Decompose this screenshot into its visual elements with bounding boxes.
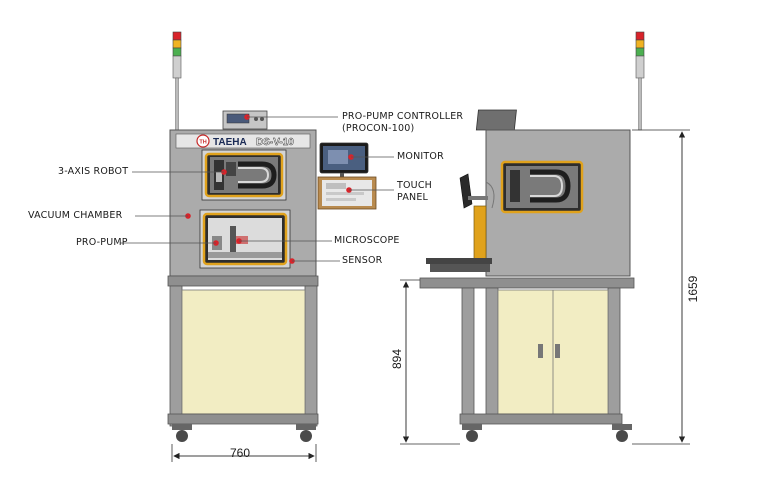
brand-logo: TAEHA xyxy=(213,137,247,148)
label-robot: 3-AXIS ROBOT xyxy=(58,166,129,177)
label-sensor: SENSOR xyxy=(342,255,383,266)
height-total-dimension xyxy=(632,129,690,445)
chamber-window xyxy=(199,209,291,269)
label-controller-line1: PRO-PUMP CONTROLLER xyxy=(342,111,464,122)
side-stage xyxy=(426,205,492,272)
pro-pump-controller xyxy=(222,110,268,130)
dimension-table-height-label: 894 xyxy=(390,348,404,370)
signal-tower-side xyxy=(635,31,645,131)
table-side xyxy=(419,277,635,442)
brand-badge-text: TH xyxy=(199,140,206,146)
brand-badge xyxy=(196,134,210,148)
monitor xyxy=(319,142,369,177)
model-name: DS-V-10 xyxy=(256,137,294,148)
dimension-total-height-label: 1659 xyxy=(686,275,700,303)
label-touch-line1: TOUCH xyxy=(397,180,433,191)
side-monitor-arm xyxy=(459,173,495,209)
side-window xyxy=(500,160,584,214)
front-view: TH TAEHA DS-V-10 xyxy=(120,31,394,462)
table-front xyxy=(167,275,319,442)
signal-tower-front xyxy=(172,31,182,131)
height-table-dimension xyxy=(400,279,460,445)
robot-window xyxy=(201,149,287,201)
label-pump: PRO-PUMP xyxy=(76,237,128,248)
label-microscope: MICROSCOPE xyxy=(334,235,400,246)
label-controller-line2: (PROCON-100) xyxy=(342,123,415,134)
dimension-width-label: 760 xyxy=(230,446,251,460)
label-touch-line2: PANEL xyxy=(397,192,429,203)
label-monitor: MONITOR xyxy=(397,151,444,162)
touch-panel xyxy=(317,176,377,210)
side-view xyxy=(400,31,690,445)
label-chamber: VACUUM CHAMBER xyxy=(28,210,123,221)
callout-lines-front xyxy=(120,116,394,262)
width-dimension xyxy=(171,444,317,462)
